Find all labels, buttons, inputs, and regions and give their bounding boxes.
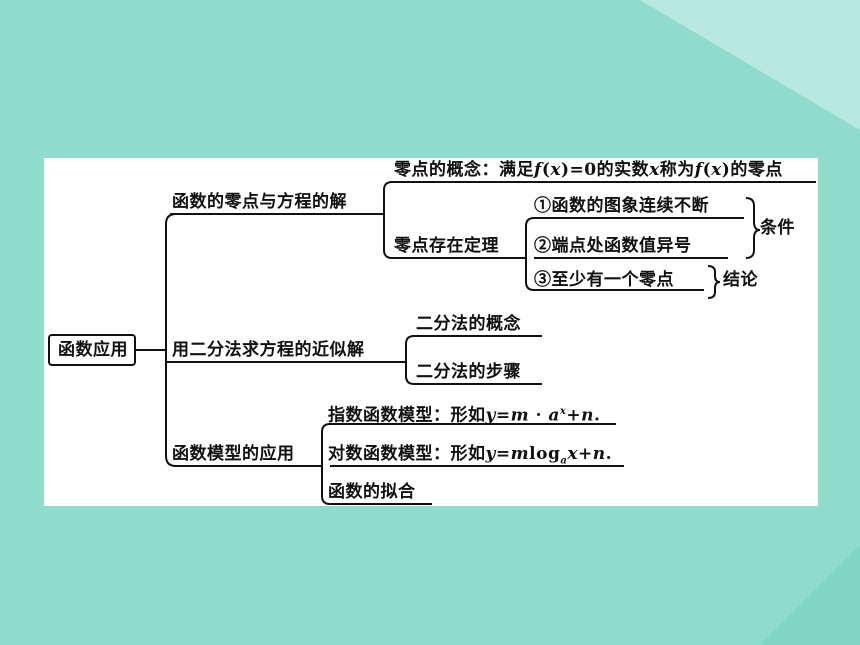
zero-existence-theorem: 零点存在定理 [394, 236, 499, 256]
mind-map-panel: 函数应用 函数的零点与方程的解 用二分法求方程的近似解 函数模型的应用 零点的概… [44, 158, 818, 506]
root-node-label: 函数应用 [58, 340, 128, 360]
branch-zero-points: 函数的零点与方程的解 [172, 192, 347, 212]
logarithmic-model: 对数函数模型：形如y=mlogax+n. [328, 444, 612, 467]
branch-function-models: 函数模型的应用 [172, 444, 295, 464]
corner-triangle-bottom [760, 545, 860, 645]
conclusion-group-label: 结论 [723, 270, 758, 290]
exponential-model: 指数函数模型：形如y=m · ax+n. [328, 405, 601, 426]
corner-triangle [640, 0, 860, 130]
condition-group-label: 条件 [760, 218, 795, 238]
bisection-steps: 二分法的步骤 [416, 362, 521, 382]
branch-bisection: 用二分法求方程的近似解 [172, 340, 365, 360]
condition-continuous: ①函数的图象连续不断 [534, 196, 709, 216]
bisection-concept: 二分法的概念 [416, 314, 521, 334]
root-node-box [48, 334, 136, 366]
zero-point-concept: 零点的概念：满足f(x)=0的实数x称为f(x)的零点 [394, 160, 783, 180]
condition-opposite-signs: ②端点处函数值异号 [534, 236, 692, 256]
function-fitting: 函数的拟合 [328, 482, 416, 502]
connector-lines [136, 181, 816, 505]
conclusion-one-zero: ③至少有一个零点 [534, 270, 674, 290]
